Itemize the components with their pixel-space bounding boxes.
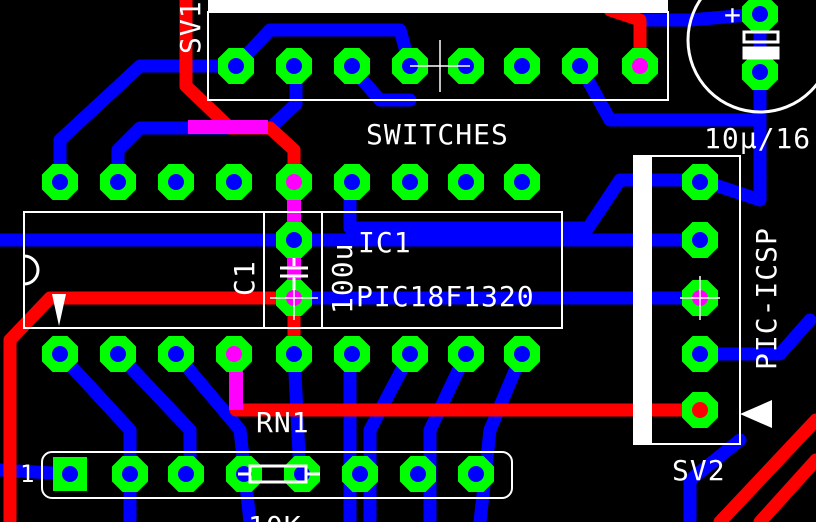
pin1-label: 1 xyxy=(20,460,34,488)
via-overlap-layer xyxy=(188,120,301,410)
rn1-pad xyxy=(458,456,494,492)
sv1-label: SV1 xyxy=(174,0,207,54)
ic1-pad xyxy=(448,336,484,372)
top-trace xyxy=(753,453,816,522)
crosshair-marks xyxy=(270,40,720,320)
rn1-pad xyxy=(53,457,87,491)
ic1-pin1-marker xyxy=(52,294,66,326)
ic1-pad xyxy=(448,164,484,200)
sv1-pad xyxy=(276,48,312,84)
ic1-label: IC1 xyxy=(358,226,412,259)
capacitor-pad xyxy=(742,0,778,32)
cap-plus-label: + xyxy=(724,0,742,31)
sv2-pad xyxy=(682,392,718,428)
bottom-trace xyxy=(423,347,473,522)
ic1-part-label: PIC18F1320 xyxy=(356,280,535,313)
ic1-outline xyxy=(23,211,563,329)
ic1-pad xyxy=(158,164,194,200)
rn1-pad xyxy=(112,456,148,492)
sv2-pad xyxy=(682,222,718,258)
rn1-resistor-symbol xyxy=(238,464,320,484)
c1-label: C1 xyxy=(228,260,261,296)
rn1-pad xyxy=(342,456,378,492)
sv2-inner-strip xyxy=(634,156,652,444)
rn1-label: RN1 xyxy=(256,406,310,439)
rn1-value-label: 10K xyxy=(248,510,302,522)
cap-value-label: 10μ/16 xyxy=(704,122,811,155)
sv1-pad xyxy=(218,48,254,84)
ic1-pad xyxy=(42,336,78,372)
ic1-pad xyxy=(392,164,428,200)
ic1-pad xyxy=(276,164,312,200)
sv1-pad xyxy=(334,48,370,84)
sv2-pad xyxy=(682,164,718,200)
bottom-trace xyxy=(693,313,816,361)
top-trace xyxy=(3,291,301,522)
ic1-pad xyxy=(504,164,540,200)
ic1-pad xyxy=(100,336,136,372)
capacitor-pad xyxy=(742,54,778,90)
capacitor-outline xyxy=(686,0,816,114)
pic-icsp-label: PIC-ICSP xyxy=(750,227,783,370)
ic1-pad xyxy=(216,336,252,372)
sv1-pad xyxy=(562,48,598,84)
rn1-pad xyxy=(168,456,204,492)
electrolytic-symbol xyxy=(742,30,780,60)
ic1-pad xyxy=(276,336,312,372)
switches-label: SWITCHES xyxy=(366,118,509,151)
c1-pad xyxy=(276,222,312,258)
sv2-pin1-marker xyxy=(740,400,772,428)
ic1-pad xyxy=(504,336,540,372)
ic1-pad xyxy=(392,336,428,372)
c1-value-label: 100u xyxy=(326,243,359,314)
bottom-trace xyxy=(693,113,767,207)
sv2-label: SV2 xyxy=(672,454,726,487)
bottom-trace xyxy=(363,347,417,522)
top-trace xyxy=(713,413,816,522)
rn1-outline xyxy=(41,451,513,499)
rn1-pad xyxy=(400,456,436,492)
ic1-pad xyxy=(216,164,252,200)
sv1-pad xyxy=(622,48,658,84)
ic1-pad xyxy=(42,164,78,200)
ic1-pad xyxy=(334,164,370,200)
ic1-pad xyxy=(100,164,136,200)
overlap-patch xyxy=(188,120,268,134)
sv2-pad xyxy=(682,336,718,372)
ic1-notch xyxy=(23,254,40,286)
ic1-pad xyxy=(158,336,194,372)
ic1-pad xyxy=(334,336,370,372)
sv1-pad xyxy=(504,48,540,84)
bottom-trace xyxy=(683,433,747,522)
sv1-top-strip xyxy=(208,0,668,12)
